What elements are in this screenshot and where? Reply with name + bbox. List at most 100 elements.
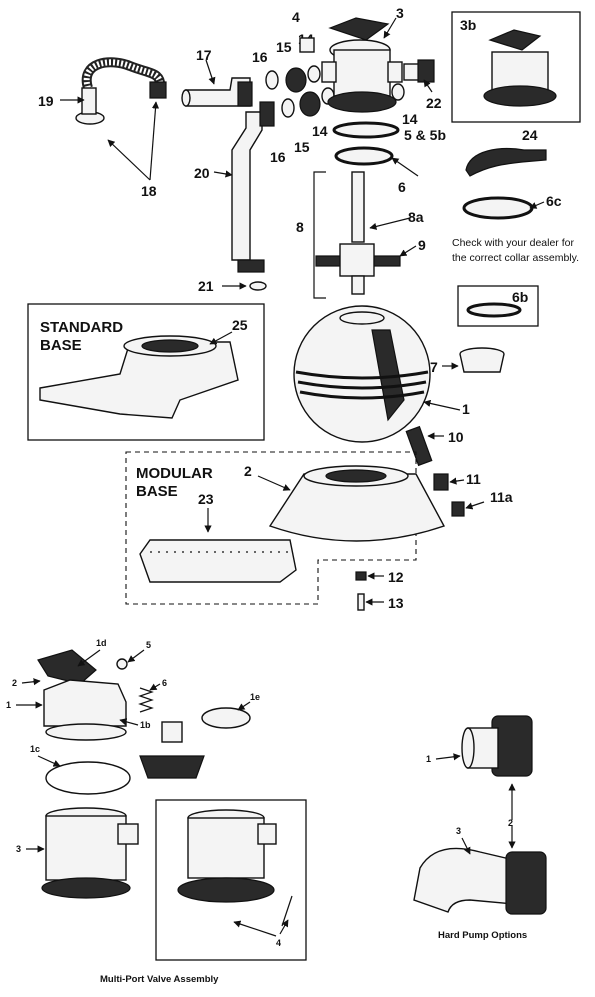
fitting-part-11 <box>433 473 449 491</box>
label-9: 9 <box>418 237 426 253</box>
inset-box-3b <box>451 11 581 123</box>
tank-part-1 <box>293 305 431 443</box>
base-plate-part-23 <box>139 539 297 583</box>
elbow-part-17 <box>181 77 253 107</box>
standpipe-part-8a <box>351 171 365 243</box>
pump-label-1: 1 <box>426 754 431 764</box>
mpv-label-2: 2 <box>12 678 17 688</box>
bolt-part-13 <box>357 593 365 611</box>
mpv-label-1b: 1b <box>140 720 151 730</box>
mpv-label-4: 4 <box>276 938 281 948</box>
label-6: 6 <box>398 179 406 195</box>
pump-label-2: 2 <box>508 818 513 828</box>
label-6b: 6b <box>512 289 528 305</box>
mpv-label-1e: 1e <box>250 692 260 702</box>
standard-base-part-25 <box>39 335 239 419</box>
adapter-part-22 <box>403 59 435 83</box>
standard-base-line2: BASE <box>40 337 82 354</box>
modular-base-part-2 <box>268 465 446 542</box>
valve-part-3 <box>321 17 403 113</box>
standard-base-line1: STANDARD <box>40 319 123 336</box>
nut-part-12 <box>355 571 367 581</box>
label-2: 2 <box>244 463 252 479</box>
mpv-gasket-1c <box>45 761 131 795</box>
clamp-part-6 <box>334 146 394 166</box>
mpv-body-3 <box>41 807 139 899</box>
mpv-body-1 <box>43 679 127 741</box>
oring-part-14c <box>391 83 405 101</box>
label-16a: 16 <box>252 49 268 65</box>
oring-part-6b <box>466 302 522 318</box>
label-6c: 6c <box>546 193 562 209</box>
pump-union-1 <box>461 715 533 777</box>
label-8a: 8a <box>408 209 424 225</box>
mpv-oring-5 <box>116 658 128 670</box>
oring-part-5 <box>332 121 400 139</box>
pump-caption: Hard Pump Options <box>438 930 527 941</box>
label-24: 24 <box>522 127 538 143</box>
mpv-label-5: 5 <box>146 640 151 650</box>
label-8: 8 <box>296 219 304 235</box>
valve-part-3b <box>483 29 557 107</box>
cap-part-7 <box>459 347 505 373</box>
collar-part-6c <box>462 196 534 220</box>
label-3: 3 <box>396 5 404 21</box>
drain-part-10 <box>405 425 433 467</box>
label-23: 23 <box>198 491 214 507</box>
label-22: 22 <box>426 95 442 111</box>
mpv-inset-box <box>155 799 307 961</box>
modular-base-box <box>125 451 417 605</box>
mpv-gasket-1e <box>201 707 251 729</box>
union-part-15b <box>299 91 321 117</box>
label-7: 7 <box>430 359 438 375</box>
label-14b: 14 <box>312 123 328 139</box>
mpv-label-1d: 1d <box>96 638 107 648</box>
label-25: 25 <box>232 317 248 333</box>
gauge-part-4 <box>299 37 315 53</box>
label-18: 18 <box>141 183 157 199</box>
mpv-label-3: 3 <box>16 844 21 854</box>
label-13: 13 <box>388 595 404 611</box>
label-14c: 14 <box>402 111 418 127</box>
dealer-note-line2: the correct collar assembly. <box>452 252 579 264</box>
union-part-15a <box>285 67 307 93</box>
label-11: 11 <box>466 471 481 487</box>
label-4: 4 <box>292 9 300 25</box>
pump-elbow-3 <box>413 847 547 915</box>
label-15a: 15 <box>276 39 292 55</box>
oring-part-14a <box>307 65 321 83</box>
pipe-part-20 <box>231 101 275 273</box>
mpv-spring-6 <box>138 687 154 713</box>
oring-part-21 <box>249 281 267 291</box>
gasket-part-16b <box>281 98 295 118</box>
mpv-label-1c: 1c <box>30 744 40 754</box>
inset-box-6b <box>457 285 539 327</box>
label-10: 10 <box>448 429 464 445</box>
mpv-handle-1d <box>37 649 97 685</box>
mpv-label-1: 1 <box>6 700 11 710</box>
bracket-8 <box>313 171 326 299</box>
label-3b: 3b <box>460 17 476 33</box>
collar-handle-part-24 <box>465 148 547 177</box>
label-15b: 15 <box>294 139 310 155</box>
label-11a: 11a <box>490 489 513 505</box>
mpv-caption: Multi-Port Valve Assembly <box>100 974 219 985</box>
modular-base-line2: BASE <box>136 483 178 500</box>
label-20: 20 <box>194 165 210 181</box>
hose-part-19 <box>75 57 167 125</box>
label-1: 1 <box>462 401 470 417</box>
gasket-part-16a <box>265 70 279 90</box>
label-17: 17 <box>196 47 212 63</box>
modular-base-line1: MODULAR <box>136 465 213 482</box>
label-19: 19 <box>38 93 54 109</box>
mpv-label-6: 6 <box>162 678 167 688</box>
dealer-note-line1: Check with your dealer for <box>452 237 574 249</box>
laterals-part-9 <box>315 243 401 295</box>
label-21: 21 <box>198 278 214 294</box>
mpv-rotor-1b <box>139 721 205 779</box>
standard-base-box <box>27 303 265 441</box>
cap-part-11a <box>451 501 465 517</box>
label-12: 12 <box>388 569 404 585</box>
